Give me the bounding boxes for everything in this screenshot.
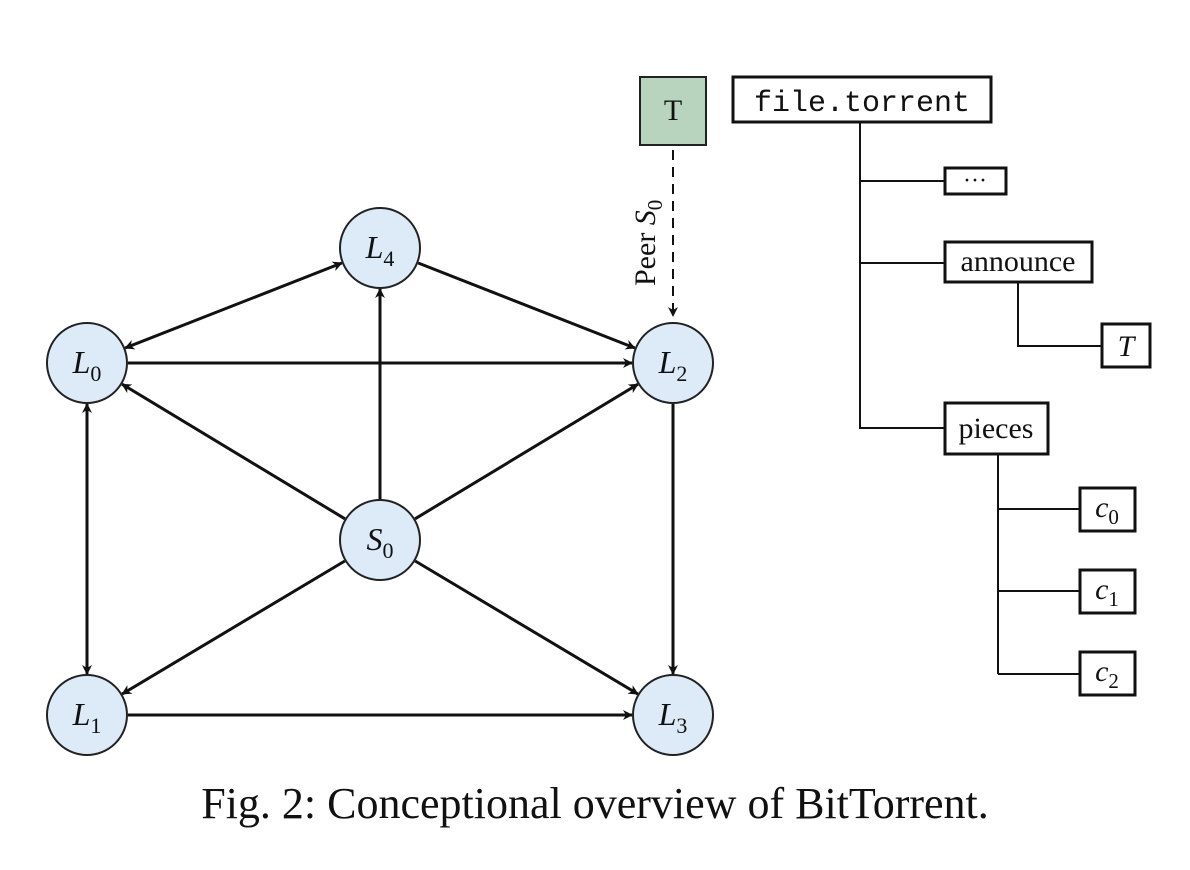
edge-l4-l2 — [417, 261, 636, 350]
tree-announce-label: announce — [961, 245, 1076, 278]
figure-caption: Fig. 2: Conceptional overview of BitTorr… — [201, 779, 989, 828]
node-l1-circle — [46, 674, 128, 756]
node-l3-label: L3 — [658, 696, 688, 738]
tree-trunk — [859, 122, 945, 429]
edge-l0-l4 — [124, 261, 343, 350]
node-s0-label: S0 — [367, 521, 394, 563]
tracker-label: T — [664, 94, 682, 127]
tree-ellipsis-box — [943, 166, 1008, 196]
tree-ellipsis-label: ··· — [963, 168, 987, 194]
node-l4-label: L4 — [365, 229, 395, 271]
torrent-tree: file.torrent ··· announce T pieces c0 c1… — [731, 75, 1152, 697]
node-s0: S0 — [339, 499, 421, 581]
tree-piece-c1-label: c1 — [1095, 573, 1119, 611]
tree-piece-c0-label: c0 — [1095, 491, 1119, 529]
tracker: T Peer S0 — [629, 76, 707, 317]
tree-announce-t-label: T — [1118, 330, 1137, 363]
tree-announce-t-box — [1100, 322, 1152, 369]
node-l2-circle — [632, 322, 714, 404]
tree-root-label: file.torrent — [754, 87, 970, 121]
edge-s0-l2 — [414, 382, 639, 521]
node-l0-circle — [46, 322, 128, 404]
tree-root-box — [731, 75, 993, 124]
node-l1: L1 — [46, 674, 128, 756]
tree-piece-c0-box — [1078, 486, 1137, 533]
node-l2-label: L2 — [658, 344, 688, 386]
tree-piece-c2-box — [1078, 650, 1137, 697]
node-l0: L0 — [46, 322, 128, 404]
tree-piece-c1-box — [1078, 568, 1137, 615]
tree-branch-announce-child — [1017, 282, 1102, 347]
node-l1-label: L1 — [72, 696, 102, 738]
edge-s0-l3 — [414, 559, 639, 696]
tree-pieces-label: pieces — [959, 412, 1034, 445]
node-l4: L4 — [339, 207, 421, 289]
node-l0-label: L0 — [72, 344, 102, 386]
edge-s0-l1 — [121, 559, 346, 696]
edges-layer — [82, 261, 678, 720]
tracker-box — [639, 76, 707, 146]
node-l4-circle — [339, 207, 421, 289]
nodes-layer: L0 L1 L2 L3 L4 S0 — [46, 207, 714, 756]
node-l3-circle — [632, 674, 714, 756]
tree-pieces-box — [943, 401, 1050, 456]
tree-announce-box — [943, 240, 1094, 284]
edge-s0-l0 — [121, 382, 346, 521]
node-l3: L3 — [632, 674, 714, 756]
node-l2: L2 — [632, 322, 714, 404]
node-s0-circle — [339, 499, 421, 581]
tree-piece-c2-label: c2 — [1095, 655, 1119, 693]
peer-label: Peer S0 — [629, 200, 667, 286]
